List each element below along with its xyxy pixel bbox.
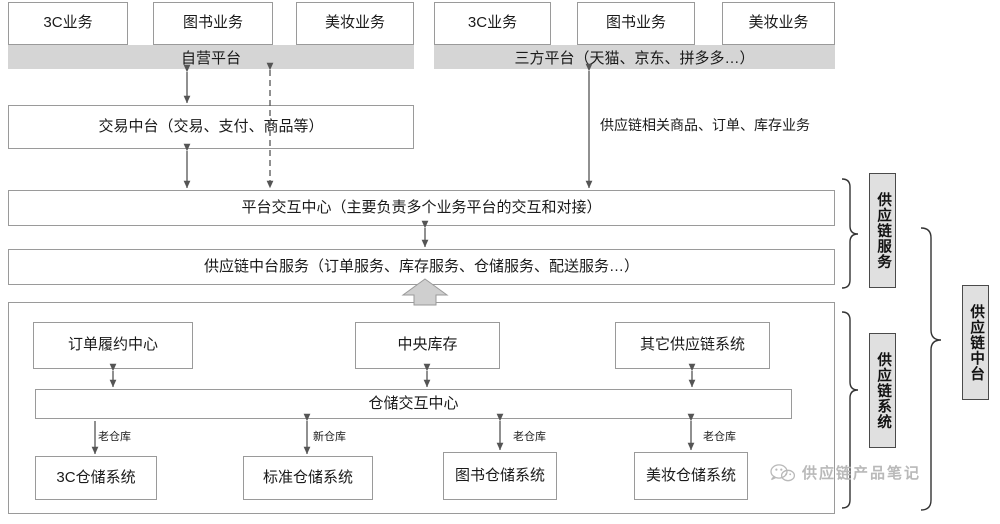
- warehouse-system-label: 美妆仓储系统: [645, 466, 736, 484]
- third-party-platform-bar[interactable]: 三方平台（天猫、京东、拼多多…）: [434, 45, 835, 69]
- edge-label-text: 老仓库: [98, 431, 131, 443]
- warehouse-edge-label-book: 老仓库: [513, 428, 546, 444]
- other-supply-chain-system-box[interactable]: 其它供应链系统: [615, 322, 770, 369]
- warehouse-interaction-center-box[interactable]: 仓储交互中心: [35, 389, 792, 419]
- vertical-label-supply-chain-middle-platform[interactable]: 供应链中台: [962, 285, 989, 400]
- warehouse-system-book-box[interactable]: 图书仓储系统: [443, 452, 557, 500]
- business-box-label: 图书业务: [605, 14, 666, 32]
- central-inventory-label: 中央库存: [397, 336, 458, 354]
- vertical-label-supply-chain-service[interactable]: 供应链服务: [869, 173, 896, 288]
- third-party-platform-label: 三方平台（天猫、京东、拼多多…）: [514, 49, 755, 67]
- warehouse-system-label: 图书仓储系统: [454, 466, 545, 484]
- bracket-supply-chain-system: [841, 311, 859, 509]
- warehouse-edge-label-3c: 老仓库: [98, 428, 131, 444]
- warehouse-system-3c-box[interactable]: 3C仓储系统: [35, 456, 157, 500]
- business-box-label: 美妆业务: [324, 14, 385, 32]
- warehouse-interaction-center-label: 仓储交互中心: [368, 394, 459, 412]
- warehouse-system-standard-box[interactable]: 标准仓储系统: [243, 456, 373, 500]
- edge-label-text: 新仓库: [313, 431, 346, 443]
- self-operated-platform-bar[interactable]: 自营平台: [8, 45, 414, 69]
- business-box-3p-3c[interactable]: 3C业务: [434, 2, 551, 45]
- business-box-label: 3C业务: [467, 14, 518, 32]
- bracket-supply-chain-service: [841, 178, 859, 289]
- warehouse-edge-label-beauty: 老仓库: [703, 428, 736, 444]
- supply-chain-annotation-text: 供应链相关商品、订单、库存业务: [600, 117, 810, 133]
- vertical-label-text: 供应链中台: [968, 303, 985, 382]
- warehouse-system-beauty-box[interactable]: 美妆仓储系统: [634, 452, 748, 500]
- supply-chain-annotation: 供应链相关商品、订单、库存业务: [600, 115, 810, 135]
- supply-chain-middle-service-label: 供应链中台服务（订单服务、库存服务、仓储服务、配送服务…）: [203, 257, 639, 275]
- business-box-label: 3C业务: [43, 14, 93, 32]
- bracket-supply-chain-middle-platform: [920, 227, 942, 511]
- business-box-self-book[interactable]: 图书业务: [153, 2, 273, 45]
- warehouse-edge-label-standard: 新仓库: [313, 428, 346, 444]
- block-arrow-up: [401, 278, 449, 306]
- order-fulfillment-center-label: 订单履约中心: [67, 336, 158, 354]
- business-box-3p-beauty[interactable]: 美妆业务: [722, 2, 835, 45]
- edge-label-text: 老仓库: [703, 431, 736, 443]
- platform-interaction-center-box[interactable]: 平台交互中心（主要负责多个业务平台的交互和对接）: [8, 190, 835, 226]
- edge-label-text: 老仓库: [513, 431, 546, 443]
- vertical-label-text: 供应链服务: [875, 191, 892, 270]
- warehouse-system-label: 3C仓储系统: [56, 468, 136, 486]
- business-box-self-3c[interactable]: 3C业务: [8, 2, 128, 45]
- other-supply-chain-system-label: 其它供应链系统: [639, 336, 745, 354]
- order-fulfillment-center-box[interactable]: 订单履约中心: [33, 322, 193, 369]
- watermark-text: 供应链产品笔记: [802, 465, 922, 482]
- vertical-label-supply-chain-system[interactable]: 供应链系统: [869, 333, 896, 448]
- self-operated-platform-label: 自营平台: [180, 49, 241, 67]
- vertical-label-text: 供应链系统: [875, 351, 892, 430]
- platform-interaction-center-label: 平台交互中心（主要负责多个业务平台的交互和对接）: [241, 198, 602, 216]
- wechat-icon: [770, 463, 796, 481]
- business-box-self-beauty[interactable]: 美妆业务: [296, 2, 414, 45]
- business-box-label: 美妆业务: [748, 14, 809, 32]
- warehouse-system-label: 标准仓储系统: [262, 468, 353, 486]
- watermark: 供应链产品笔记: [770, 462, 921, 483]
- business-box-label: 图书业务: [182, 14, 243, 32]
- business-box-3p-book[interactable]: 图书业务: [577, 2, 695, 45]
